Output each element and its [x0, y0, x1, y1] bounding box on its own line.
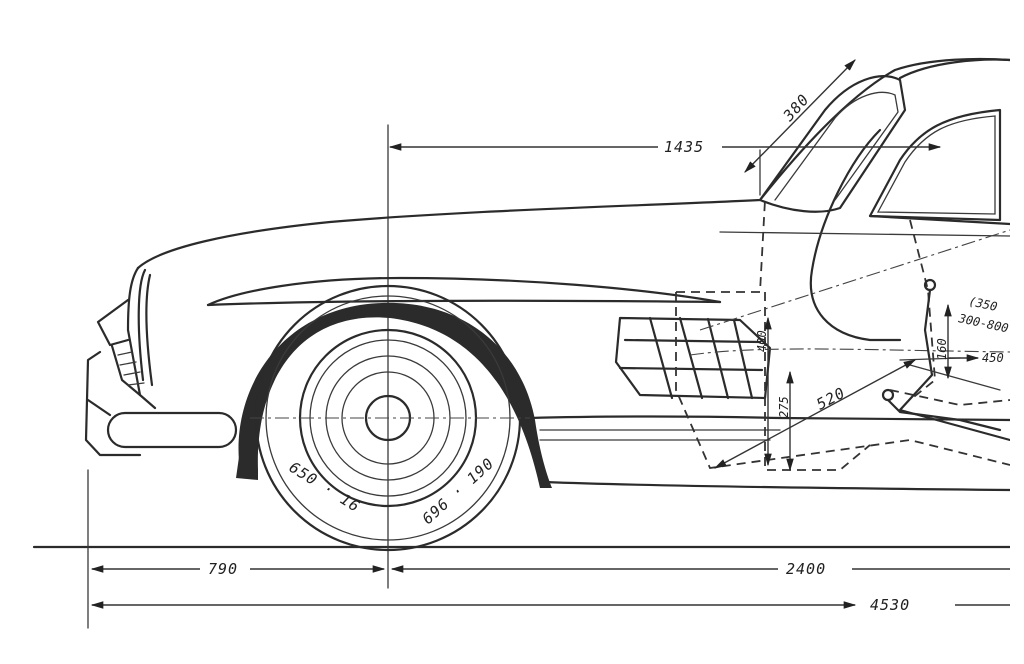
side-window-inner [876, 115, 996, 215]
bumper-bar [106, 411, 238, 449]
dim-4530-label: 4530 [870, 596, 910, 614]
dim-520-label: 520 [813, 384, 848, 414]
front-bumper [84, 350, 142, 457]
fender-crease-lower [206, 299, 722, 307]
dim-2400-label: 2400 [786, 560, 826, 578]
rocker-lower [543, 480, 1012, 492]
headlight [137, 268, 154, 387]
dim-300-800-label: 300-800 [956, 311, 1009, 335]
dim-380-label: 380 [779, 90, 813, 125]
car-body-outline [136, 57, 1012, 270]
belt-line [719, 231, 1011, 237]
dim-1435-label: 1435 [664, 138, 704, 156]
dim-380-line [744, 59, 856, 173]
dim-400-label: 400 [755, 330, 769, 352]
side-vent [614, 316, 772, 400]
dim-450-label: 450 [982, 351, 1004, 365]
dim-520-line [713, 359, 917, 469]
door-line [809, 128, 902, 342]
fender-crease [206, 276, 722, 307]
dim-350-label: (350 [967, 294, 998, 314]
grille [96, 298, 142, 397]
hidden-line-1 [676, 199, 766, 293]
hidden-line-4 [909, 219, 936, 401]
centerline-dashdot [689, 229, 1011, 356]
page-edge [1010, 0, 1024, 664]
side-window [868, 108, 1002, 222]
roof-line [868, 58, 1012, 226]
car-nose [126, 266, 157, 410]
rocker-mid [539, 429, 781, 441]
hidden-line-2 [675, 292, 1011, 469]
arch-lower-fill [236, 450, 258, 480]
dim-275-label: 275 [777, 396, 791, 418]
grille-shading [117, 351, 145, 386]
wheel-arch [238, 302, 552, 488]
dim-160-label: 160 [935, 338, 949, 360]
dim-790-label: 790 [208, 560, 238, 578]
hidden-line-3 [764, 292, 871, 471]
